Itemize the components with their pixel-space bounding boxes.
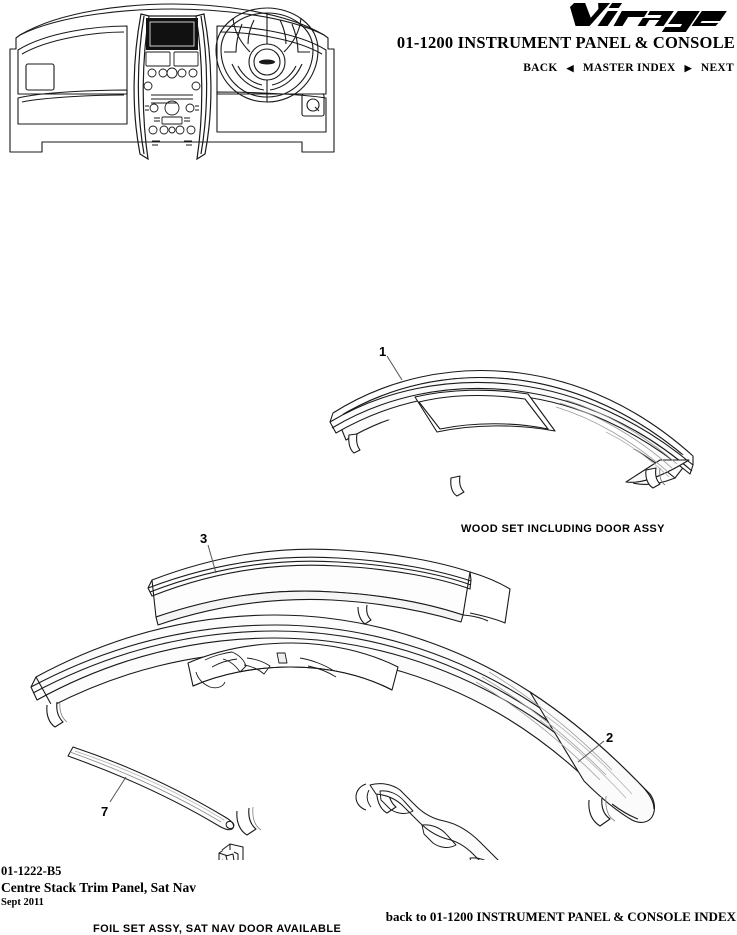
callout-7-leader (109, 776, 127, 803)
part-2-centre-stack-trim-panel (30, 614, 655, 836)
footer-index-link[interactable]: back to 01-1200 INSTRUMENT PANEL & CONSO… (385, 909, 736, 924)
callout-3-leader (207, 544, 217, 574)
footer-left-group: 01-1222-B5 Centre Stack Trim Panel, Sat … (1, 864, 196, 910)
callout-number-3: 3 (200, 531, 207, 546)
part-7-trim-finisher-strip (67, 746, 235, 831)
part-1-wood-set-trim-panel (329, 369, 694, 497)
instrument-panel-dashboard-illustration (9, 3, 335, 160)
footer-part-number: 01-1222-B5 (1, 864, 62, 878)
parts-drawing-canvas: 1 3 (30, 344, 694, 860)
callout-1-leader (386, 355, 403, 381)
footer-description: Centre Stack Trim Panel, Sat Nav (1, 880, 196, 895)
exploded-parts-diagram: 1 3 (0, 160, 737, 935)
footer-date: Sept 2011 (1, 897, 44, 908)
part-6-retaining-clip (218, 843, 244, 860)
part-4-retainer-bracket (355, 783, 499, 860)
master-index-link[interactable]: MASTER INDEX (582, 62, 676, 74)
virage-wordmark-logo (569, 3, 727, 32)
triangle-right-icon[interactable]: ▶ (684, 62, 692, 73)
page-title: 01-1200 INSTRUMENT PANEL & CONSOLE (396, 33, 735, 52)
page-footer: 01-1222-B5 Centre Stack Trim Panel, Sat … (0, 864, 737, 926)
next-link[interactable]: NEXT (700, 62, 734, 74)
navigation-bar: BACK ◀ MASTER INDEX ▶ NEXT (523, 62, 734, 74)
callout-number-2: 2 (606, 730, 613, 745)
callout-number-7: 7 (101, 804, 108, 819)
triangle-left-icon[interactable]: ◀ (566, 62, 574, 73)
back-link[interactable]: BACK (523, 62, 558, 74)
callout-6-leader (236, 859, 237, 860)
callout-number-1: 1 (379, 344, 386, 359)
part-3-sat-nav-door-panel (147, 548, 511, 641)
page-header: 01-1200 INSTRUMENT PANEL & CONSOLE BACK … (0, 0, 737, 160)
callout-2-leader (577, 740, 605, 763)
caption-wood-set: WOOD SET INCLUDING DOOR ASSY (461, 523, 665, 535)
